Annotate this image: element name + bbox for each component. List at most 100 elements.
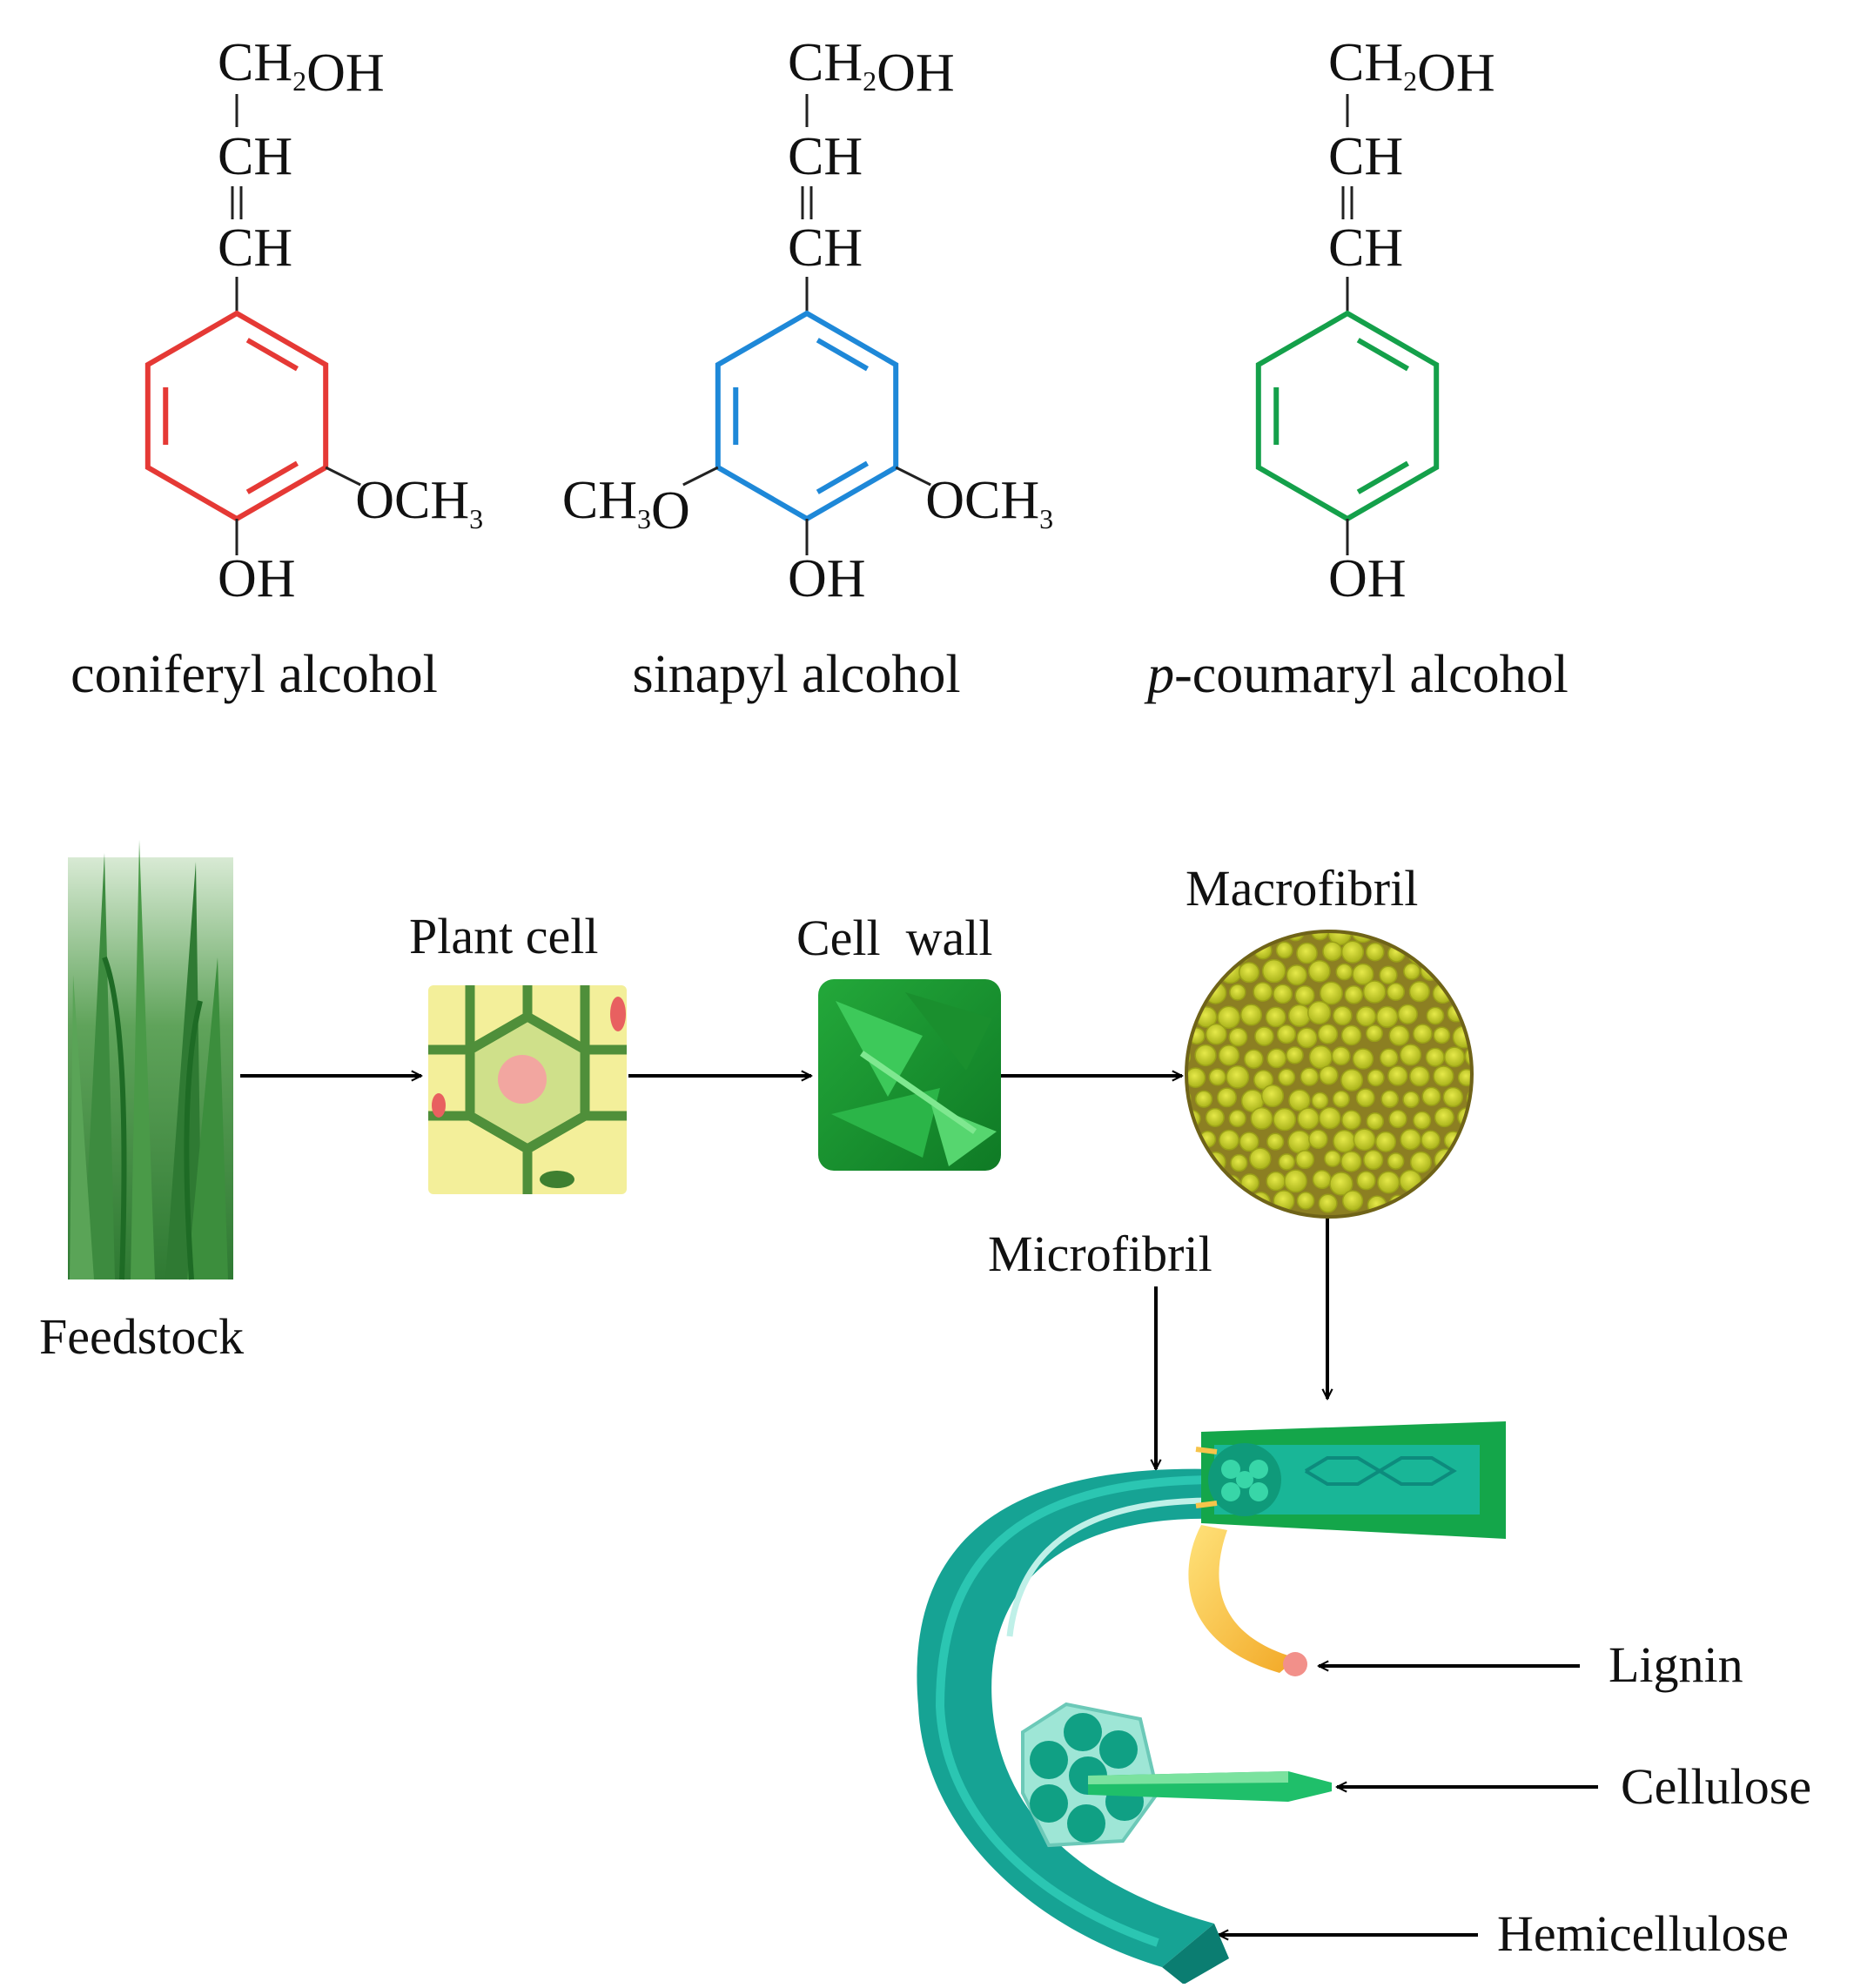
fibril-bubble: [1295, 1150, 1315, 1170]
fibril-bubble: [1286, 964, 1307, 986]
chain-top-formula: CH2OH: [218, 33, 385, 103]
fibril-bubble: [1217, 1005, 1241, 1030]
fibril-bubble: [1188, 1088, 1192, 1109]
fibril-bubble: [1433, 1065, 1454, 1087]
fibril-bubble: [1278, 1153, 1295, 1171]
fibril-bubble: [1188, 1171, 1192, 1192]
molecule-name: sinapyl alcohol: [632, 645, 960, 704]
fibril-bubble: [1434, 1192, 1453, 1210]
fibril-bubble: [1434, 943, 1458, 966]
fibril-bubble: [1340, 1068, 1364, 1091]
sinapyl-alcohol-label: sinapyl alcohol: [632, 645, 960, 704]
fibril-bubble: [1365, 1024, 1383, 1043]
fibril-bubble: [1308, 1044, 1333, 1070]
hydroxyl-formula: OH: [788, 549, 866, 608]
fibril-bubble: [1310, 933, 1329, 941]
fibril-bubble: [1340, 940, 1365, 964]
fibril-bubble: [1318, 1193, 1338, 1213]
fibril-bubble: [1458, 1153, 1470, 1172]
fibril-bubble: [1265, 1006, 1286, 1028]
plant-cell-image: [428, 985, 627, 1194]
molecule-name: -coumaryl alcohol: [1174, 645, 1568, 704]
fibril-bubble: [1205, 1023, 1227, 1045]
fibril-bubble: [1312, 1169, 1332, 1190]
fibril-bubble: [1266, 1171, 1286, 1192]
fibril-bubble: [1387, 1065, 1408, 1086]
benzene-ring: [144, 310, 329, 522]
fibril-bubble: [1260, 1084, 1285, 1108]
name-prefix: p: [1144, 645, 1174, 704]
fibril-bubble: [1208, 1068, 1226, 1086]
fibril-bubble: [1209, 943, 1228, 962]
cellulose-label: Cellulose: [1621, 1758, 1811, 1815]
fibril-bubble: [1294, 984, 1315, 1006]
methoxy-right-formula: OCH3: [355, 471, 483, 534]
benzene-ring: [1255, 310, 1440, 522]
fibril-bubble: [1273, 984, 1293, 1004]
fibril-bubble: [1366, 1112, 1384, 1131]
fibril-bubble: [1266, 1132, 1285, 1151]
fibril-bubble: [1253, 982, 1273, 1002]
coniferyl-alcohol-label: coniferyl alcohol: [71, 645, 438, 704]
fibril-bubble: [1362, 980, 1387, 1004]
fibril-bubble: [1308, 1129, 1328, 1150]
cell-wall-image: [818, 979, 1001, 1171]
chain-low-formula: CH: [788, 218, 863, 278]
fibril-bubble: [1425, 1047, 1445, 1067]
fibril-bubble: [1426, 1006, 1445, 1025]
fibril-bubble: [1408, 981, 1430, 1003]
fibril-bubble: [1413, 1024, 1433, 1044]
fibril-bubble: [1307, 959, 1331, 983]
fibril-bubble: [1193, 961, 1216, 984]
fibril-bubble: [1340, 1151, 1362, 1172]
coumaryl-alcohol-label: p-coumaryl alcohol: [1144, 645, 1568, 704]
fibril-bubble: [1401, 933, 1421, 940]
fibril-bubble: [1413, 1193, 1433, 1212]
fibril-bubble: [1380, 1090, 1400, 1108]
hydroxyl-formula: OH: [1328, 549, 1407, 608]
fibril-bubble: [1365, 942, 1385, 962]
fibril-bubble: [1265, 933, 1286, 940]
hemicellulose-label: Hemicellulose: [1497, 1905, 1789, 1962]
methoxy-left-formula: CH3O: [562, 471, 690, 541]
fibril-bubble: [1421, 1130, 1441, 1150]
fibril-bubble: [1229, 984, 1246, 1001]
fibril-bubble: [1216, 933, 1238, 944]
fibril-bubble: [1194, 1044, 1217, 1067]
fibril-bubble: [1374, 1131, 1397, 1152]
chain-low-formula: CH: [218, 218, 292, 278]
fibril-bubble: [1188, 944, 1202, 964]
chain-mid-formula: CH: [218, 127, 292, 186]
fibril-bubble: [1469, 933, 1470, 941]
fibril-bubble: [1188, 962, 1192, 983]
fibril-bubble: [1261, 958, 1286, 984]
fibril-bubble: [1297, 1107, 1320, 1130]
fibril-bubble: [1367, 1069, 1385, 1087]
macrofibril-label: Macrofibril: [1186, 860, 1418, 917]
chain-top-formula: CH2OH: [788, 33, 955, 103]
fibril-bubble: [1399, 1044, 1422, 1066]
fibril-bubble: [1249, 1147, 1272, 1170]
fibril-bubble: [1409, 1151, 1432, 1173]
fibril-bubble: [1420, 960, 1441, 982]
fibril-bubble: [1457, 1068, 1470, 1087]
fibril-bubble: [1296, 942, 1318, 964]
fibril-bubble: [1188, 982, 1205, 1002]
fibril-bubble: [1379, 965, 1398, 984]
fibril-bubble: [1273, 1107, 1297, 1132]
fibril-bubble: [1239, 933, 1263, 942]
fibril-bubble: [1332, 1090, 1350, 1108]
fibril-bubble: [1409, 1065, 1430, 1087]
fibril-bubble: [1399, 1169, 1422, 1192]
fibril-bubble: [1318, 1106, 1341, 1130]
monolignol-structures: CH2OH CH CH OH OCH3 coniferyl alcohol CH2OH CH C…: [71, 33, 1568, 704]
fibril-bubble: [1317, 1024, 1339, 1044]
microfibril-structure: [917, 1421, 1506, 1985]
fibril-bubble: [1458, 984, 1470, 1004]
fibril-bubble: [1296, 1192, 1315, 1210]
fibril-bubble: [1355, 1088, 1375, 1108]
fibril-bubble: [1284, 1169, 1307, 1193]
fibril-bubble: [1387, 1152, 1405, 1170]
fibril-bubble: [1375, 933, 1397, 942]
